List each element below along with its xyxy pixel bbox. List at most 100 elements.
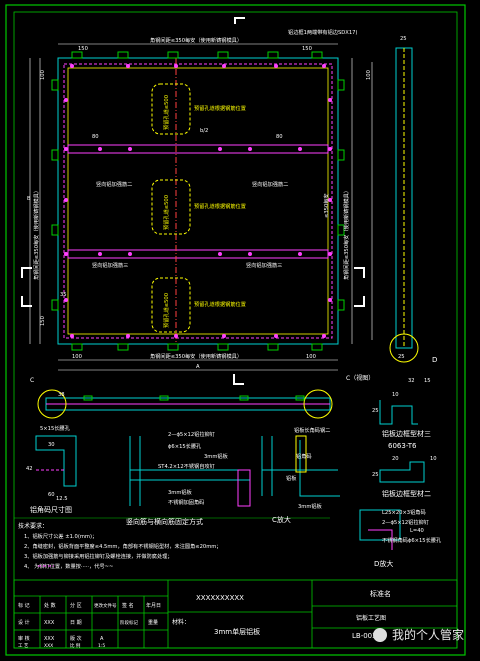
corner-mark-br [354, 296, 365, 307]
note-top: 角钢间距≤350每安（使用新铸钢模具） [150, 36, 242, 44]
tb-r0-c4: 阶段标记 [120, 619, 138, 626]
dim-side-150: 150 [40, 316, 46, 326]
watermark-logo-icon [373, 628, 387, 642]
profile2-dim-0: 20 [392, 456, 399, 462]
tb-std-name: 标准名 [370, 589, 391, 598]
horizontal-rib-2 [67, 249, 329, 259]
note-left: 角钢间距≤350每安（使用新铸钢模具） [32, 188, 40, 280]
c-label-2: 铝板 [286, 474, 297, 482]
rib-label-left-2: 竖向铝加强筋三 [92, 261, 128, 269]
tb-r1-c0: 审 核 [18, 635, 30, 642]
outer-frame [5, 4, 466, 656]
c-label-3: 3mm铝板 [298, 502, 323, 510]
side-label-d: D [432, 356, 437, 364]
tb-header-1: 处 数 [44, 602, 56, 609]
tb-r0-c2: 日 期 [70, 620, 82, 626]
joint-title: 竖向筋与横向筋固定方式 [126, 517, 203, 526]
corner-mark-tr [354, 267, 365, 278]
tb-r2-c3: 1:5 [98, 643, 105, 649]
profile3-dim-1: 32 [408, 378, 415, 384]
dim-side-100: 100 [40, 70, 46, 80]
d-label-3: 不锈钢角码ϕ6×15长腰孔 [382, 536, 442, 544]
tb-header-2: 分 区 [70, 602, 82, 609]
d-label-2: L=40 [410, 528, 424, 534]
corner-mark-bottom [233, 374, 244, 385]
tb-r2-c0: 工 艺 [18, 643, 29, 649]
title-block-grid [13, 579, 458, 649]
dim-320: ≤350每安 [322, 193, 330, 218]
c-label-1: 铝角码 [296, 452, 312, 460]
joint-label-1: ϕ6×15长腰孔 [168, 442, 202, 450]
box-3-note: 预留孔道根据钢筋位置 [194, 300, 246, 308]
tech-line-2: 2、角缝密封，铝板背面平整度≤4.5mm，角部有不锈钢铝型材，未注圆角≤20mm… [24, 542, 222, 550]
profile2-dim-1: 10 [430, 456, 437, 462]
c-detail-shape [261, 436, 340, 497]
profile-2-shape [379, 461, 425, 483]
dim-bottom-left: 100 [72, 354, 82, 360]
code-dim-42: 42 [26, 466, 33, 472]
panel-inner [67, 67, 329, 335]
horizontal-rib-1 [67, 144, 329, 154]
d-label-1: 2—ϕ5×12铝拉铆钉 [382, 518, 429, 526]
anchor-blocks [51, 51, 345, 351]
tb-r1-c1: XXX [44, 636, 55, 642]
dim-bottom-right: 100 [306, 354, 316, 360]
reserved-hole-2 [151, 179, 191, 235]
code-dim-125: 12.5 [56, 496, 68, 502]
tb-header-3: 更改文件号 [94, 602, 117, 609]
profile3-title: 铝板边框型材三 [382, 429, 431, 438]
profile2-title: 铝板边框型材二 [382, 489, 431, 498]
side-dim-top2: 100 [366, 70, 372, 80]
detail-c-circle-left [37, 389, 67, 419]
code-dim-30: 30 [48, 442, 55, 448]
tb-r1-c2: 版 次 [70, 635, 82, 642]
corner-mark-tl [21, 267, 32, 278]
profile3-dim-2: 15 [424, 378, 431, 384]
box-1-note: 预留孔道根据钢筋位置 [194, 104, 246, 112]
tech-heading: 技术要求： [18, 522, 48, 530]
side-dim-top: 25 [400, 36, 407, 42]
box-2-label: 预留孔道≤500 [162, 195, 170, 230]
code-title: 铝角码尺寸图 [30, 505, 72, 514]
watermark-text: 我的个人管家 [392, 628, 465, 642]
detail-d-shape [359, 509, 401, 541]
angle-code-shape [35, 435, 77, 487]
tb-material-label: 材料： [172, 618, 190, 626]
tb-r2-c1: XXX [44, 643, 53, 649]
section-label-c-left: C [30, 377, 34, 384]
profile3-dim-3: 25 [372, 408, 379, 414]
reserved-hole-3 [151, 277, 191, 333]
reserved-hole-1 [151, 83, 191, 135]
dim-top-right: 150 [302, 46, 312, 52]
box-3-label: 预留孔道≤500 [162, 293, 170, 328]
detail-c-circle-right [303, 389, 333, 419]
section-label-c-right: C（视图） [346, 374, 374, 382]
tb-header-5: 年月日 [146, 602, 161, 609]
profile3-spec: 6063-T6 [388, 442, 417, 450]
rib-label-left-1: 竖向铝加强筋二 [96, 180, 132, 188]
note-right: 角钢间距≤350每安（使用新铸钢模具） [342, 188, 350, 280]
tb-drawing-name: 铝板工艺图 [356, 614, 386, 622]
d-label-0: L25×20×3铝角码 [382, 508, 426, 516]
box-1-label: 预留孔道≤500 [162, 95, 170, 130]
corner-mark-top [234, 17, 245, 24]
joint-label-2: 3mm铝板 [204, 452, 229, 460]
tb-r2-c2: 比 例 [70, 642, 81, 649]
tb-header-4: 签 名 [122, 602, 134, 609]
profile-3-shape [379, 400, 418, 425]
joint-label-0: 2—ϕ5×12铝拉铆钉 [168, 430, 215, 438]
dim-A: A [196, 364, 200, 370]
section-dim-38: 38 [58, 392, 65, 398]
d-title: D放大 [374, 559, 393, 568]
joint-label-4: 3mm铝板 [168, 488, 193, 496]
dim-B: B [27, 196, 31, 202]
tech-line-1: 1、铝板尺寸公差 ±1.0(mm)； [24, 532, 97, 540]
dim-half-b: b/2 [200, 128, 208, 134]
tb-drawing-no: LB-003 [352, 632, 377, 640]
dim-80-a: 80 [92, 134, 99, 140]
tb-material: 3mm单层铝板 [214, 627, 260, 636]
c-title: C放大 [272, 515, 291, 524]
side-dim-bottom: 25 [398, 354, 405, 360]
code-hole-label: 5×15长腰孔 [40, 424, 71, 432]
